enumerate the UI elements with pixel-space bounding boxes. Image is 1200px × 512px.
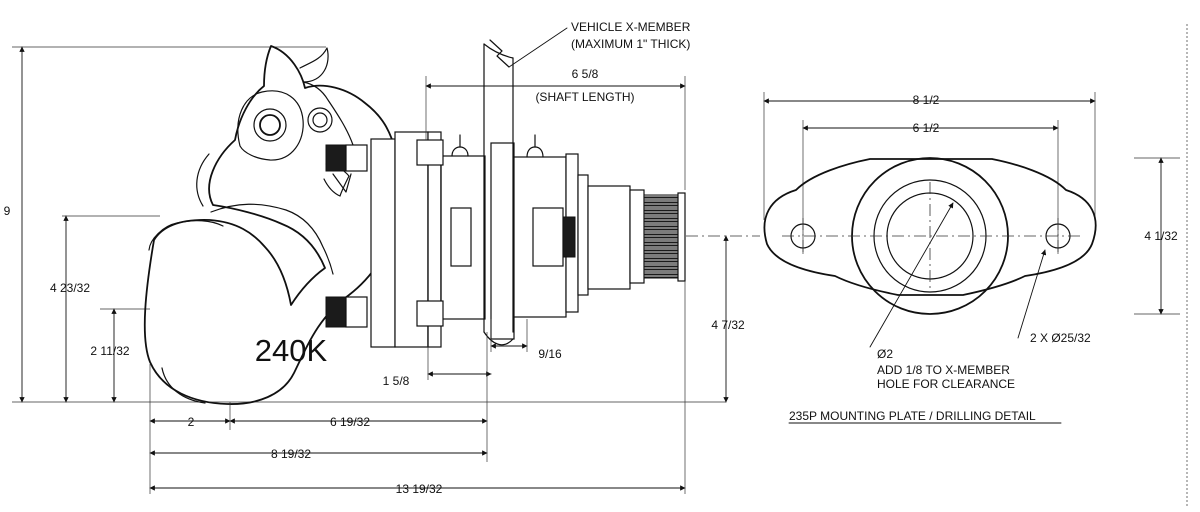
drill-diameter-label: Ø2 bbox=[877, 347, 893, 361]
mounting-plate-detail: 8 1/2 6 1/2 4 1/32 Ø2 ADD 1/8 TO X-MEMBE… bbox=[763, 92, 1180, 424]
overall-height-label: 9 bbox=[4, 204, 11, 218]
plate-thickness-label: 9/16 bbox=[538, 347, 562, 361]
maximum-thickness-label: (MAXIMUM 1" THICK) bbox=[571, 37, 690, 51]
hole-callout-label: 2 X Ø25/32 bbox=[1030, 331, 1091, 345]
vehicle-member-label: VEHICLE X-MEMBER bbox=[571, 20, 691, 34]
pintle-hook-assembly: 240K bbox=[143, 45, 401, 405]
mounting-components bbox=[325, 39, 686, 348]
member-callout: VEHICLE X-MEMBER (MAXIMUM 1" THICK) bbox=[508, 20, 691, 68]
jaw-length-label: 2 bbox=[188, 415, 195, 429]
plate-outer-width-label: 8 1/2 bbox=[913, 93, 940, 107]
shaft-length-value: 6 5/8 bbox=[572, 67, 599, 81]
plate-hole-spacing-label: 6 1/2 bbox=[913, 121, 940, 135]
overall-length-label: 13 19/32 bbox=[396, 482, 443, 496]
left-vertical-dimension: 9 4 23/32 2 11/32 bbox=[4, 46, 130, 403]
shaft-height-label: 4 7/32 bbox=[711, 318, 745, 332]
clearance-line-2: HOLE FOR CLEARANCE bbox=[877, 377, 1015, 391]
model-label: 240K bbox=[255, 333, 328, 368]
plate-height-label: 4 1/32 bbox=[1144, 229, 1178, 243]
center-height-label: 4 23/32 bbox=[50, 281, 90, 295]
shaft-length-label: (SHAFT LENGTH) bbox=[535, 90, 634, 104]
clearance-line-1: ADD 1/8 TO X-MEMBER bbox=[877, 363, 1010, 377]
jaw-height-label: 2 11/32 bbox=[90, 344, 129, 358]
overall-to-member-label: 8 19/32 bbox=[271, 447, 311, 461]
flange-offset-label: 1 5/8 bbox=[383, 374, 410, 388]
hook-to-member-label: 6 19/32 bbox=[330, 415, 370, 429]
drilling-detail-caption: 235P MOUNTING PLATE / DRILLING DETAIL bbox=[789, 409, 1036, 423]
hook-side-dimensions: 6 5/8 (SHAFT LENGTH) 9/16 1 5/8 4 7/32 2… bbox=[149, 67, 745, 496]
